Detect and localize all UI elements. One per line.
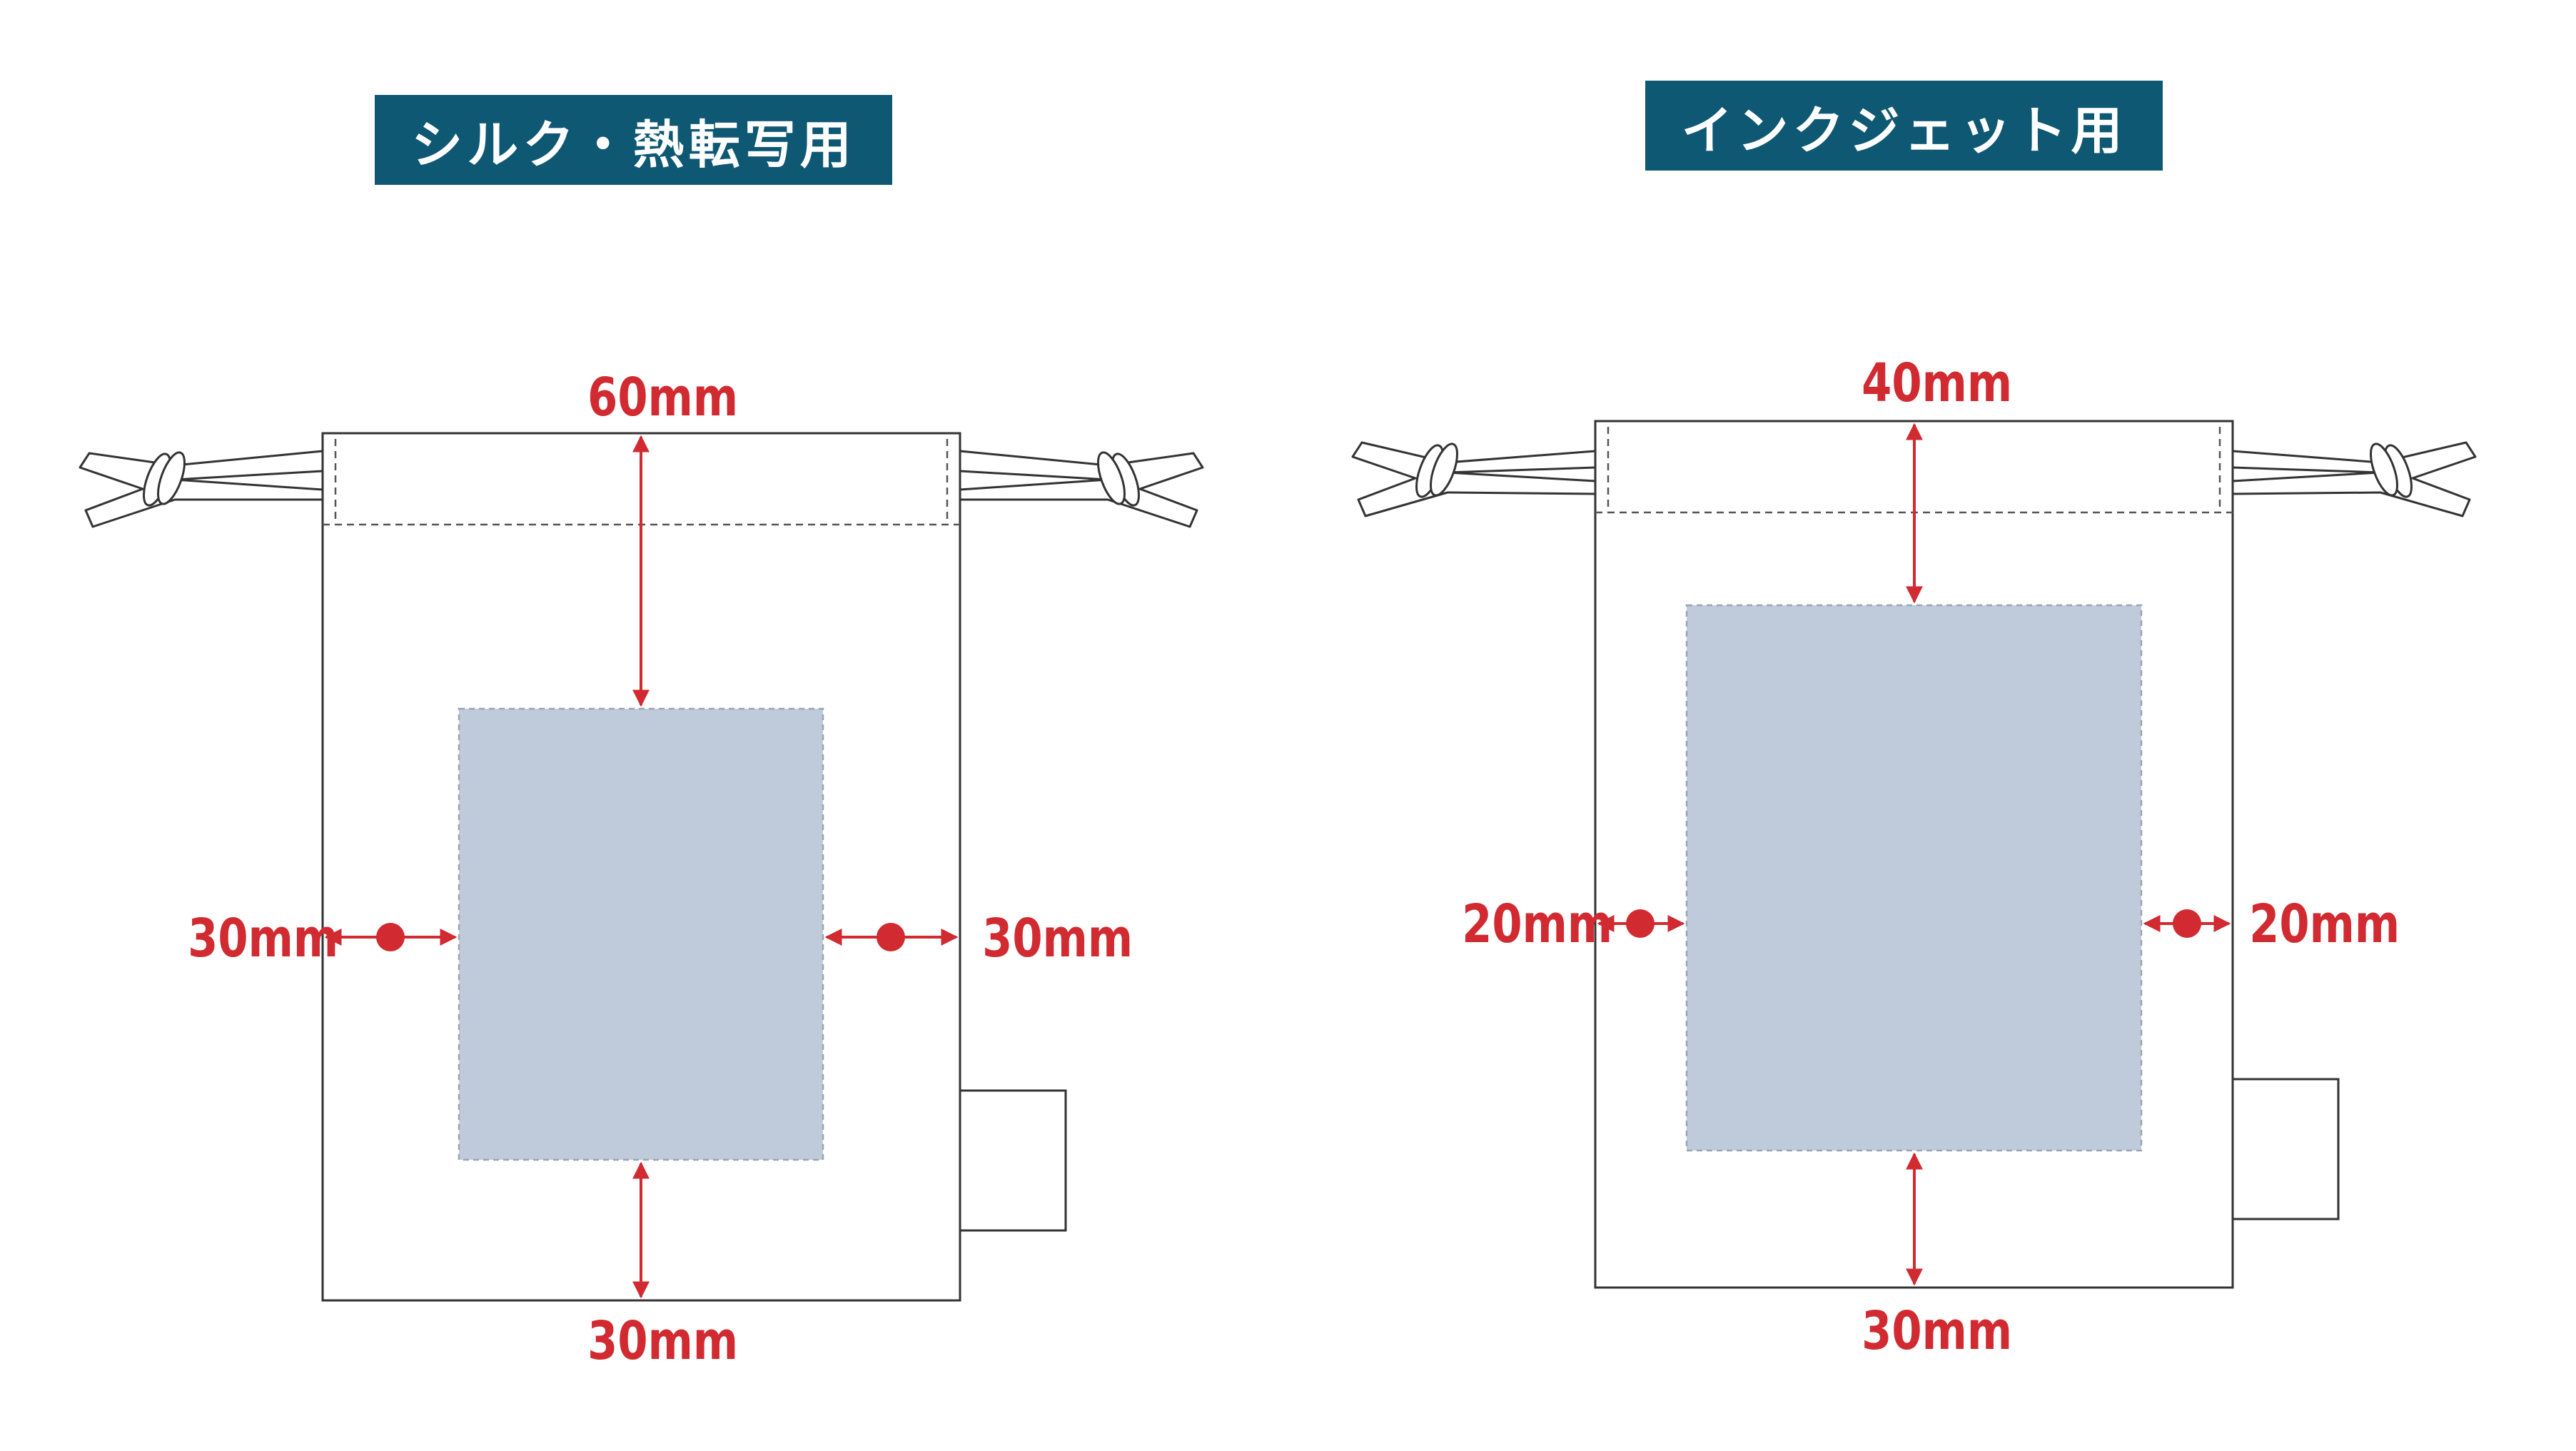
left-left-label: 30mm	[188, 908, 339, 969]
right-left-label: 20mm	[1462, 894, 1613, 955]
right-print-area	[1685, 604, 2143, 1152]
left-right-label: 30mm	[982, 908, 1133, 969]
left-bag-drawstring-right	[959, 450, 1204, 528]
right-bag-tag	[2231, 1078, 2340, 1220]
left-bag-tag	[959, 1089, 1067, 1232]
inkjet-title: インクジェット用	[1645, 81, 2163, 171]
left-right-dot	[877, 923, 905, 951]
right-right-label: 20mm	[2249, 894, 2400, 955]
right-bag-drawstring-left	[1351, 441, 1596, 517]
left-bag-drawstring-left	[79, 450, 323, 528]
silk-heat-transfer-title: シルク・熱転写用	[375, 95, 892, 185]
right-bag-drawstring-right	[2232, 441, 2477, 517]
left-bottom-label: 30mm	[587, 1310, 739, 1372]
right-top-label: 40mm	[1862, 353, 2013, 414]
left-print-area	[458, 707, 824, 1161]
right-left-dot	[1626, 909, 1655, 938]
right-right-dot	[2173, 909, 2201, 938]
left-top-label: 60mm	[587, 367, 739, 428]
left-left-dot	[376, 923, 405, 951]
right-bottom-label: 30mm	[1862, 1300, 2013, 1362]
